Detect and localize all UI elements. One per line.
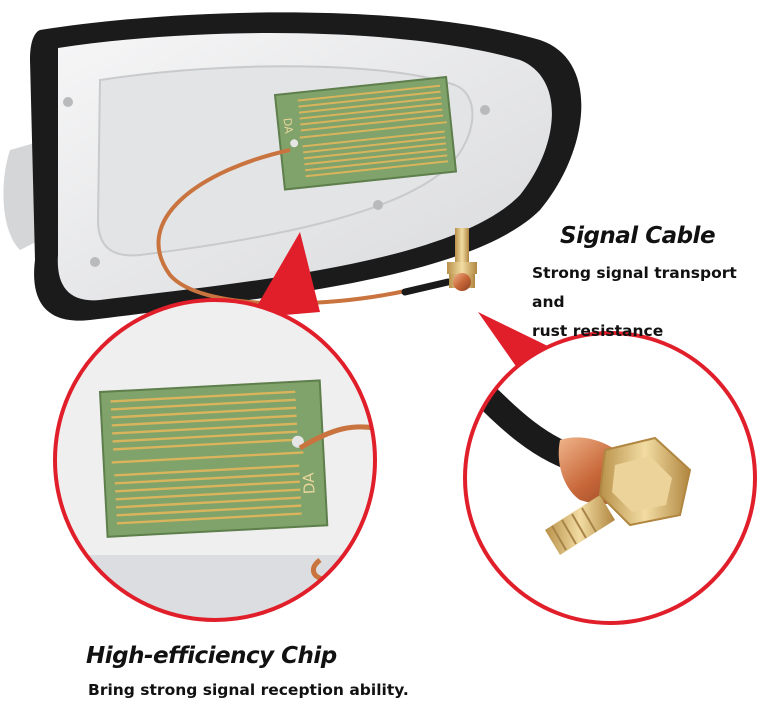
chip-top: DA <box>273 75 458 191</box>
cable-callout <box>463 312 757 625</box>
callout-ring <box>463 331 757 625</box>
signal-cable-title: Signal Cable <box>560 223 716 249</box>
screw <box>63 97 73 107</box>
signal-cable-description-line1: Strong signal transport and <box>532 264 737 311</box>
signal-cable-description-line2: rust resistance <box>532 322 664 340</box>
copper-wire <box>156 148 411 306</box>
black-cable <box>401 278 452 296</box>
callout-ring <box>53 298 377 622</box>
chip-description: Bring strong signal reception ability. <box>88 681 409 699</box>
callout-pointer <box>250 232 320 318</box>
screw <box>90 257 100 267</box>
signal-cable-description: Strong signal transport and rust resista… <box>532 259 772 346</box>
screw <box>373 200 383 210</box>
chip-marking: DA <box>280 117 295 135</box>
chip-callout: DA <box>53 232 377 622</box>
bolt-enlarged <box>545 436 692 555</box>
chip-marking-enlarged: DA <box>299 471 318 494</box>
small-bolt <box>447 228 477 291</box>
screw <box>480 105 490 115</box>
chip-title: High-efficiency Chip <box>86 643 337 669</box>
chip-enlarged: DA <box>98 379 329 538</box>
